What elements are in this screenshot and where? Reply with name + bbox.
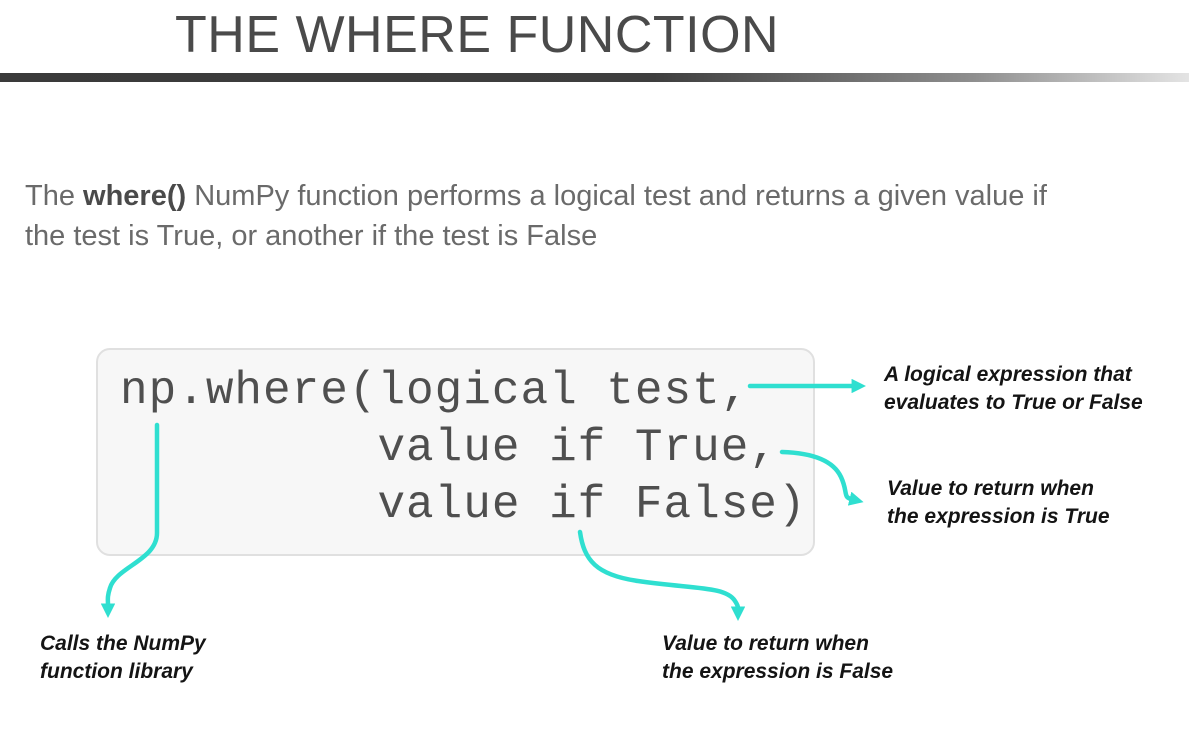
intro-line-2: the test is True, or another if the test… [25, 220, 598, 252]
page-title: THE WHERE FUNCTION [175, 6, 780, 64]
code-line-3: value if False) [120, 479, 807, 531]
annotation-value-false: Value to return when the expression is F… [662, 632, 894, 683]
title-divider [0, 73, 1189, 82]
code-snippet: np.where(logical test, value if True, va… [120, 363, 807, 534]
annotation-value-true: Value to return when the expression is T… [887, 477, 1110, 528]
annotation-numpy-call: Calls the NumPy function library [40, 632, 206, 683]
intro-paragraph: The where() NumPy function performs a lo… [25, 176, 1185, 256]
annotation-logical-test: A logical expression that evaluates to T… [884, 363, 1143, 414]
code-line-1: np.where(logical test, [120, 365, 750, 417]
intro-line-1: The where() NumPy function performs a lo… [25, 180, 1047, 212]
code-line-2: value if True, [120, 422, 778, 474]
where-keyword: where() [83, 180, 187, 212]
code-box [96, 348, 815, 556]
